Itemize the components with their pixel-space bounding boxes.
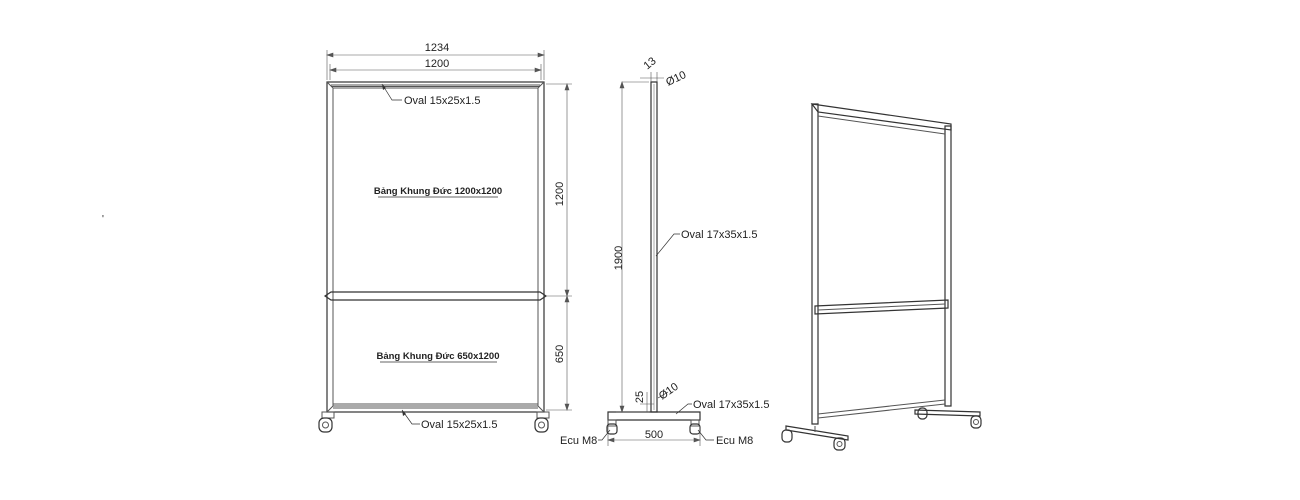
nut-right-leader xyxy=(697,429,714,441)
iso-left-base xyxy=(785,425,849,441)
side-base-foot xyxy=(607,411,701,421)
top-tube-dia: Ø10 xyxy=(664,69,688,89)
dim-profile-depth: 13 xyxy=(640,55,664,82)
front-inner-frame xyxy=(332,87,539,407)
bottom-frame-callout-leader xyxy=(401,409,420,425)
front-bottom-rail xyxy=(333,403,538,409)
dim-overall-width-text: 1234 xyxy=(425,42,449,54)
side-caster-left xyxy=(606,419,618,435)
front-caster-left xyxy=(318,411,335,433)
dim-base-height-text: 25 xyxy=(634,391,646,403)
dim-total-height: 1900 xyxy=(613,81,649,413)
nut-left-label: Ecu M8 xyxy=(560,435,597,447)
top-board-label: Bảng Khung Đức 1200x1200 xyxy=(374,186,502,197)
iso-caster-2 xyxy=(833,437,846,451)
iso-caster-1 xyxy=(781,429,793,443)
iso-right-base xyxy=(914,409,981,417)
upright-callout-leader xyxy=(655,233,680,257)
iso-caster-4 xyxy=(970,415,982,429)
dim-base-height: 25 xyxy=(634,391,654,412)
base-callout-leader xyxy=(675,403,692,415)
iso-left-upright xyxy=(811,103,819,425)
front-outer-frame xyxy=(326,81,545,413)
side-view: 1900 25 13 Ø10 Oval 17x35x1.5 Ø10 Oval 1… xyxy=(560,55,769,447)
dim-board-width-text: 1200 xyxy=(425,58,449,70)
dim-profile-depth-text: 13 xyxy=(642,55,659,72)
dim-bottom-board-height: 650 xyxy=(546,295,572,411)
dim-top-board-height: 1200 xyxy=(546,83,572,297)
upright-callout: Oval 17x35x1.5 xyxy=(681,229,757,241)
dim-top-board-height-text: 1200 xyxy=(554,182,566,206)
nut-right-label: Ecu M8 xyxy=(716,435,753,447)
top-frame-callout: Oval 15x25x1.5 xyxy=(404,95,480,107)
bottom-frame-callout: Oval 15x25x1.5 xyxy=(421,419,497,431)
front-middle-rail xyxy=(323,291,548,301)
dim-board-width: 1200 xyxy=(329,58,542,80)
nut-left-leader xyxy=(598,429,611,441)
iso-right-upright xyxy=(944,125,952,407)
front-top-rail xyxy=(331,84,540,87)
top-frame-callout-leader xyxy=(381,83,402,101)
front-corner-joints xyxy=(326,81,545,413)
dim-overall-width: 1234 xyxy=(326,42,545,80)
dim-total-height-text: 1900 xyxy=(613,246,625,270)
front-caster-right xyxy=(534,411,550,433)
side-caster-right xyxy=(689,419,701,435)
dim-base-width: 500 xyxy=(607,426,701,446)
dim-base-width-text: 500 xyxy=(645,429,663,441)
front-view: 1234 1200 1200 650 Bảng Khung Đức 1200x1… xyxy=(318,42,572,433)
iso-bottom-rail xyxy=(817,399,946,419)
iso-view xyxy=(781,103,982,451)
stray-mark: ' xyxy=(102,214,104,225)
bottom-board-label: Bảng Khung Đức 650x1200 xyxy=(376,351,499,362)
bottom-tube-dia: Ø10 xyxy=(657,381,681,403)
iso-caster-3 xyxy=(917,407,928,420)
iso-top-rail xyxy=(810,103,952,131)
iso-middle-rail xyxy=(814,299,949,315)
base-callout: Oval 17x35x1.5 xyxy=(693,399,769,411)
dim-bottom-board-height-text: 650 xyxy=(554,345,566,363)
